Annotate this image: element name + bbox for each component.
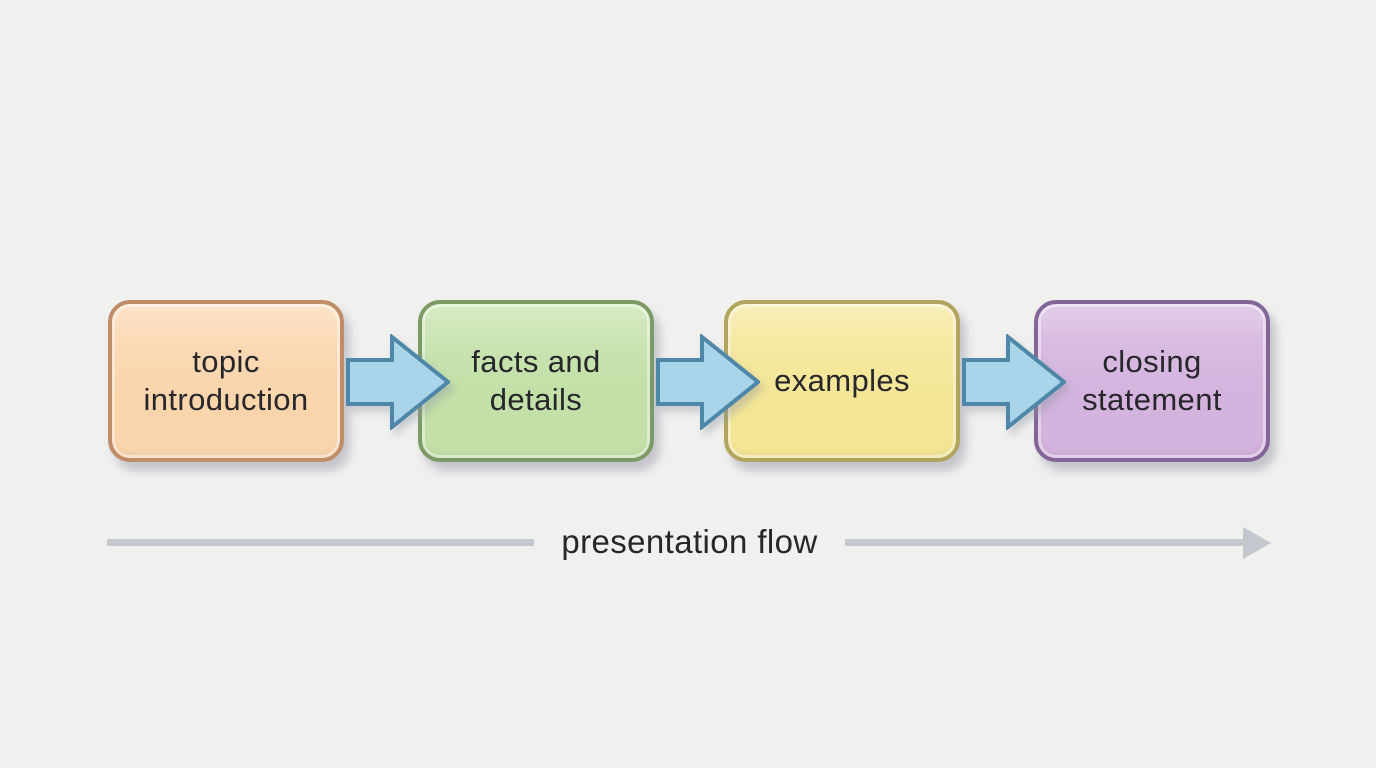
flow-arrow-icon (346, 334, 450, 430)
flow-arrowhead-icon (1243, 527, 1271, 559)
step-label: examples (774, 362, 910, 398)
flow-axis-line-left (107, 539, 534, 546)
flow-arrow-icon (656, 334, 760, 430)
flow-axis-label: presentation flow (561, 523, 818, 560)
step-topic-introduction: topic introduction (108, 300, 344, 462)
step-label: topic introduction (143, 343, 309, 417)
flow-arrow-icon (962, 334, 1066, 430)
step-facts-and-details: facts and details (418, 300, 654, 462)
flow-axis-line-right (845, 539, 1243, 546)
step-closing-statement: closing statement (1034, 300, 1270, 462)
step-examples: examples (724, 300, 960, 462)
step-label: closing statement (1082, 343, 1222, 417)
step-label: facts and details (471, 343, 601, 417)
